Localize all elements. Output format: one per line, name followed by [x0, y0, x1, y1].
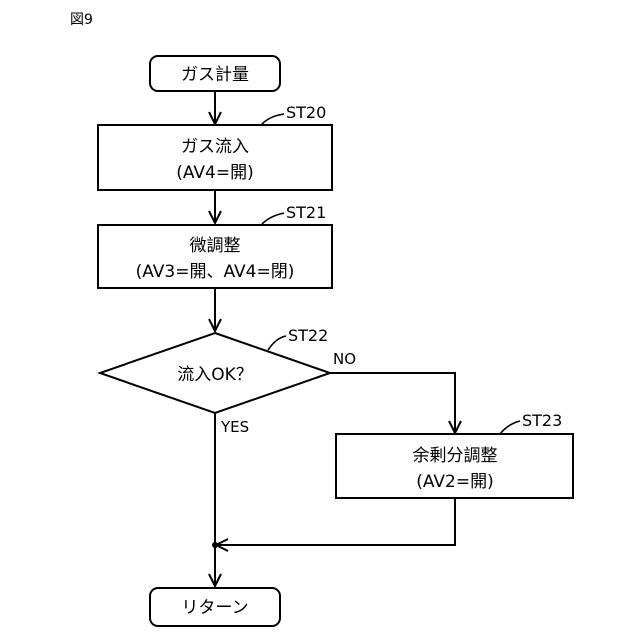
process-st20-line2: (AV4=開): [176, 163, 254, 183]
arrow-start-to-st20: [209, 91, 221, 124]
step-label-st22: ST22: [288, 326, 328, 345]
step-label-st23: ST23: [522, 411, 562, 430]
no-branch-label: NO: [333, 350, 356, 368]
end-terminal: リターン: [150, 588, 280, 626]
step-label-st21: ST21: [286, 203, 326, 222]
arrow-st20-to-st21: [209, 190, 221, 223]
step-label-st20: ST20: [286, 103, 326, 122]
process-st21-line1: 微調整: [190, 236, 241, 256]
step-label-leader-st21: [262, 213, 284, 224]
process-st23-line1: 余剰分調整: [413, 446, 498, 466]
start-terminal-text: ガス計量: [181, 65, 249, 85]
start-terminal: ガス計量: [150, 56, 280, 91]
figure-label: 図9: [70, 12, 93, 28]
step-label-leader-st22: [268, 336, 286, 350]
step-label-leader-st20: [262, 114, 284, 124]
arrow-no-branch: NO: [330, 350, 461, 433]
yes-branch-label: YES: [220, 418, 249, 436]
arrow-yes-to-end: [209, 413, 221, 586]
merge-point: [212, 542, 218, 548]
decision-st22: ST22 流入OK？: [100, 326, 330, 413]
arrow-st21-to-st22: [209, 288, 221, 331]
process-st23-line2: (AV2=開): [416, 472, 494, 492]
process-st21-line2: (AV3=開、AV4=閉): [136, 262, 295, 282]
decision-st22-text: 流入OK？: [177, 365, 253, 385]
arrow-st23-to-merge: [212, 498, 455, 551]
step-label-leader-st23: [500, 421, 520, 434]
process-st20-line1: ガス流入: [181, 137, 249, 157]
end-terminal-text: リターン: [181, 598, 248, 618]
